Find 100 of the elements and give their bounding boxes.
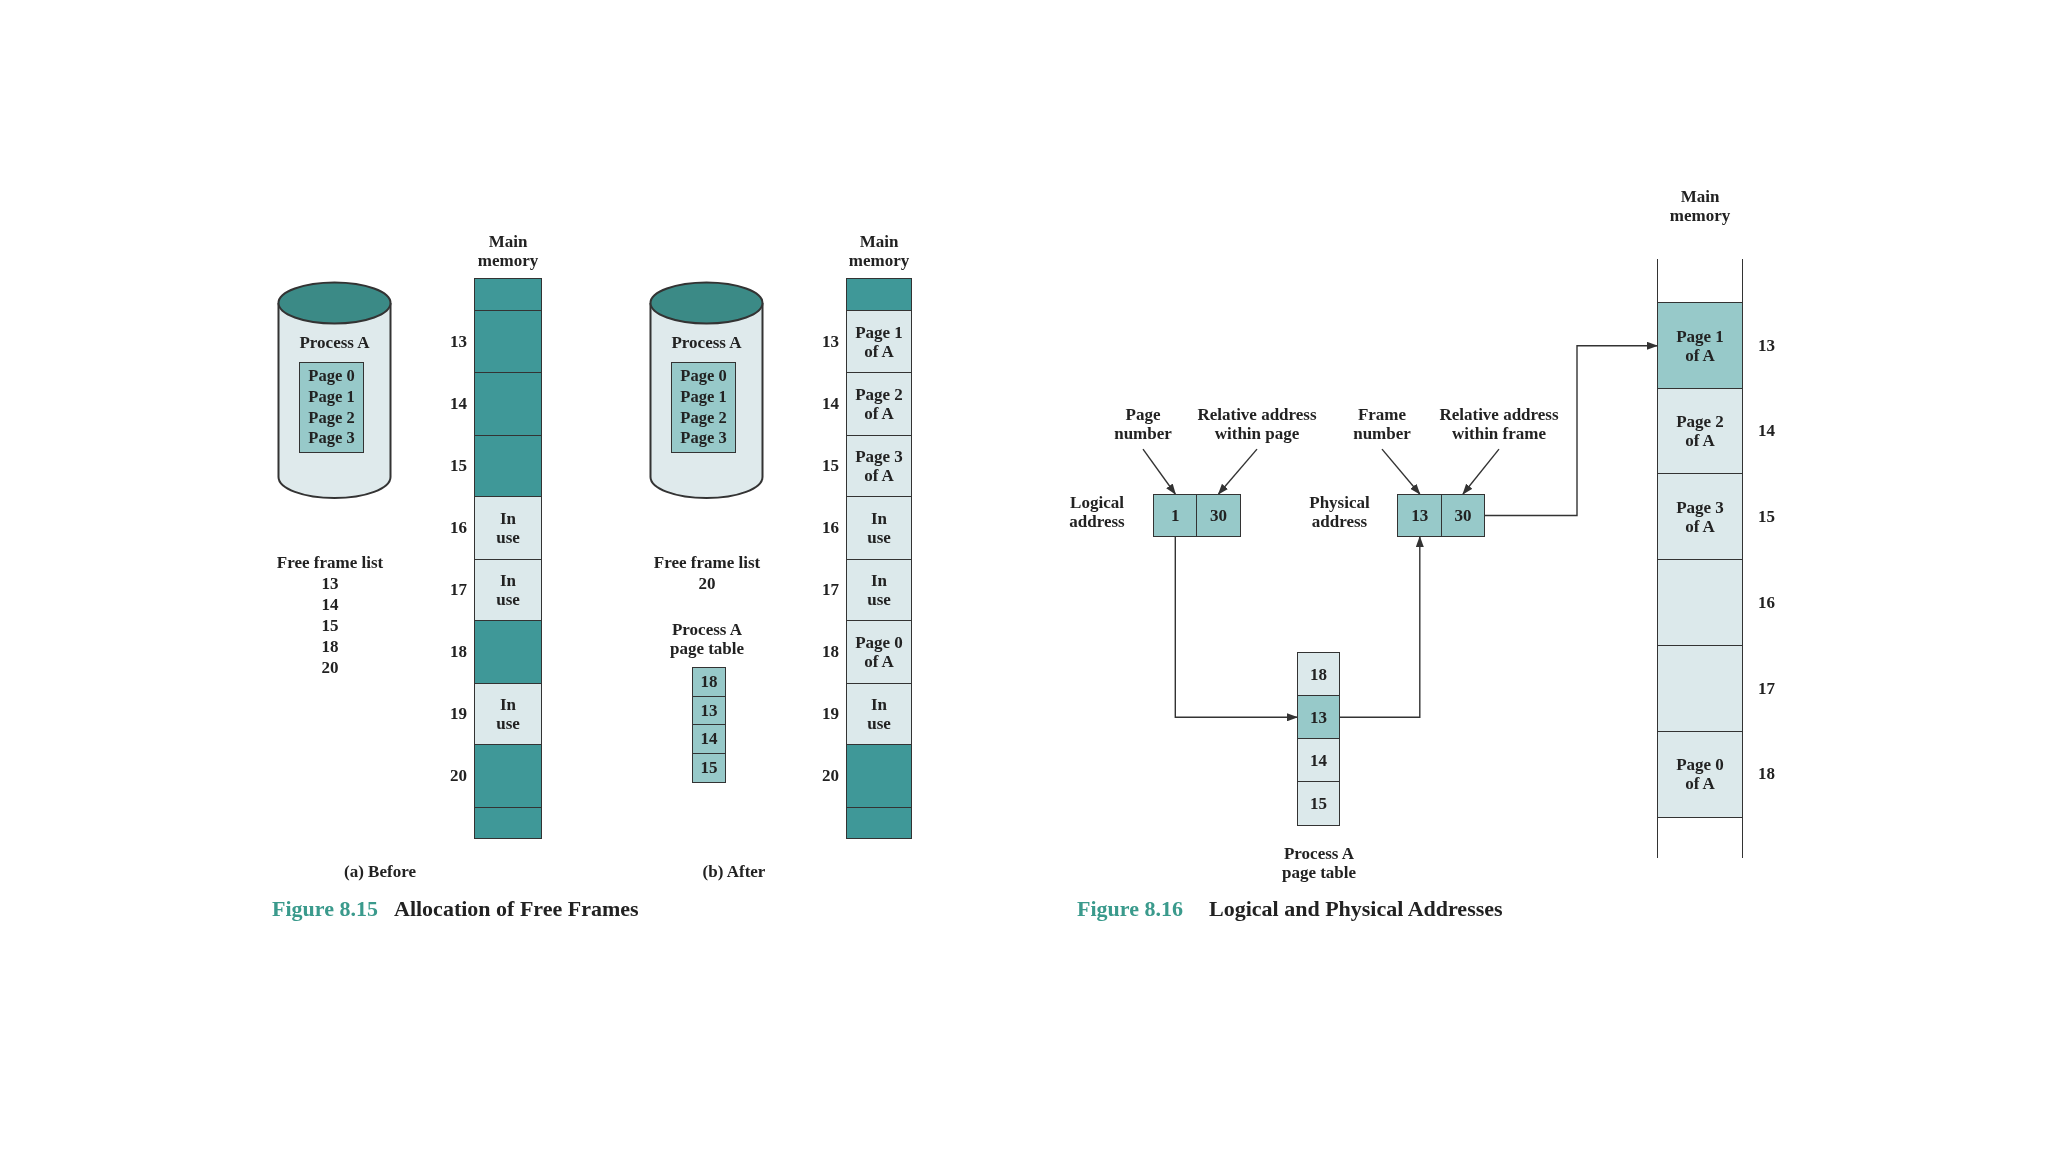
page-label: Page 3 [308, 428, 355, 449]
memory-frame [846, 807, 912, 839]
page-list-box [671, 362, 736, 453]
cell-text: Page 0 of A [854, 633, 904, 672]
cell-text: 14 [700, 729, 718, 749]
table-entry [1297, 738, 1340, 783]
cell-text: 13 [700, 701, 718, 720]
cell-text: In use [866, 509, 892, 548]
cell-text: 30 [1454, 506, 1472, 525]
cell-text: 15 [1310, 793, 1327, 813]
frame-number: 14 [1758, 421, 1775, 441]
address-label: Logical address [1068, 492, 1126, 532]
process-label: Process A [670, 333, 743, 353]
arrow [1484, 341, 1658, 517]
field-label: Relative address within frame [1428, 405, 1570, 444]
cell-text: In use [495, 695, 521, 734]
frame-number: 14 [450, 394, 467, 414]
cell-text: 14 [1310, 750, 1327, 770]
cell-text: 1 [1171, 506, 1180, 525]
cell-text: 18 [1310, 664, 1327, 684]
table-entry [1297, 695, 1340, 740]
column-heading: Main memory [1668, 187, 1732, 226]
field-label: Page number [1111, 405, 1175, 444]
frame-number: 13 [450, 332, 467, 352]
cell-text: 13 [1310, 707, 1327, 727]
frame-number: 16 [450, 518, 467, 538]
frame-number: 14 [321, 595, 339, 615]
frame-number: 18 [321, 637, 339, 657]
frame-number: 19 [450, 704, 467, 724]
arrow [1339, 536, 1424, 718]
frame-number: 13 [321, 574, 339, 594]
page-label: Page 2 [308, 407, 355, 429]
address-field [1196, 494, 1241, 537]
cell-text: Page 2 of A [854, 385, 904, 424]
cell-text: 15 [700, 758, 718, 777]
frame-number: 15 [822, 456, 839, 476]
arrow [1217, 448, 1258, 495]
page-label: Page 0 [680, 366, 727, 387]
page-label: Page 2 [680, 407, 727, 429]
address-field [1441, 494, 1485, 537]
page-label: Page 0 [308, 366, 355, 387]
table-entry [692, 695, 726, 726]
figure-title: Logical and Physical Addresses [1209, 897, 1503, 922]
table-heading: Process A page table [1280, 843, 1358, 882]
frame-number: 17 [450, 580, 467, 600]
arrow [1142, 448, 1176, 495]
field-label: Frame number [1346, 405, 1418, 444]
process-label: Process A [298, 333, 371, 353]
cell-text: In use [866, 695, 892, 734]
arrow [1462, 448, 1500, 495]
address-field [1397, 494, 1443, 537]
frame-number: 13 [1758, 336, 1775, 356]
cell-text: In use [495, 509, 521, 548]
cell-text: Page 1 of A [854, 322, 904, 361]
cell-text: In use [495, 571, 521, 610]
frame-number: 13 [822, 332, 839, 352]
list-heading: Free frame list [276, 553, 384, 573]
frame-number: 18 [1758, 764, 1775, 784]
frame-number: 20 [450, 766, 467, 786]
frame-number: 17 [1758, 679, 1775, 699]
page-label: Page 1 [308, 386, 355, 408]
page-label: Page 1 [680, 386, 727, 408]
field-label: Relative address within page [1189, 405, 1325, 444]
address-field [1153, 494, 1198, 537]
table-entry [692, 752, 726, 783]
table-entry [692, 667, 726, 697]
frame-number: 15 [321, 616, 339, 636]
frame-number: 14 [822, 394, 839, 414]
arrow [1381, 448, 1421, 495]
panel-caption: (a) Before [344, 862, 416, 882]
table-entry [692, 724, 726, 754]
panel-caption: (b) After [702, 862, 766, 882]
table-heading: Process A page table [668, 620, 746, 659]
frame-number: 18 [822, 642, 839, 662]
cell-text: Page 3 of A [854, 447, 904, 486]
cell-text: Page 2 of A [1675, 412, 1725, 451]
frame-number: 20 [321, 658, 339, 678]
list-heading: Free frame list [653, 553, 761, 573]
memory-frame [846, 278, 912, 312]
cell-text: In use [866, 571, 892, 610]
frame-number: 20 [822, 766, 839, 786]
cell-text: Page 3 of A [1675, 497, 1725, 536]
frame-number: 20 [698, 574, 716, 594]
figure-number: Figure 8.16 [1077, 897, 1183, 922]
cell-text: 13 [1411, 506, 1429, 525]
column-heading: Main memory [847, 232, 911, 271]
address-label: Physical address [1308, 492, 1371, 532]
figure-number: Figure 8.15 [272, 897, 378, 922]
table-entry [1297, 652, 1340, 697]
figure-title: Allocation of Free Frames [394, 897, 639, 922]
frame-number: 17 [822, 580, 839, 600]
memory-frame [474, 807, 542, 839]
frame-number: 16 [822, 518, 839, 538]
frame-number: 15 [1758, 507, 1775, 527]
page-label: Page 3 [680, 428, 727, 449]
cell-text: Page 0 of A [1675, 755, 1725, 794]
table-entry [1297, 781, 1340, 826]
frame-number: 15 [450, 456, 467, 476]
page-list-box [299, 362, 364, 453]
memory-frame [474, 278, 542, 312]
